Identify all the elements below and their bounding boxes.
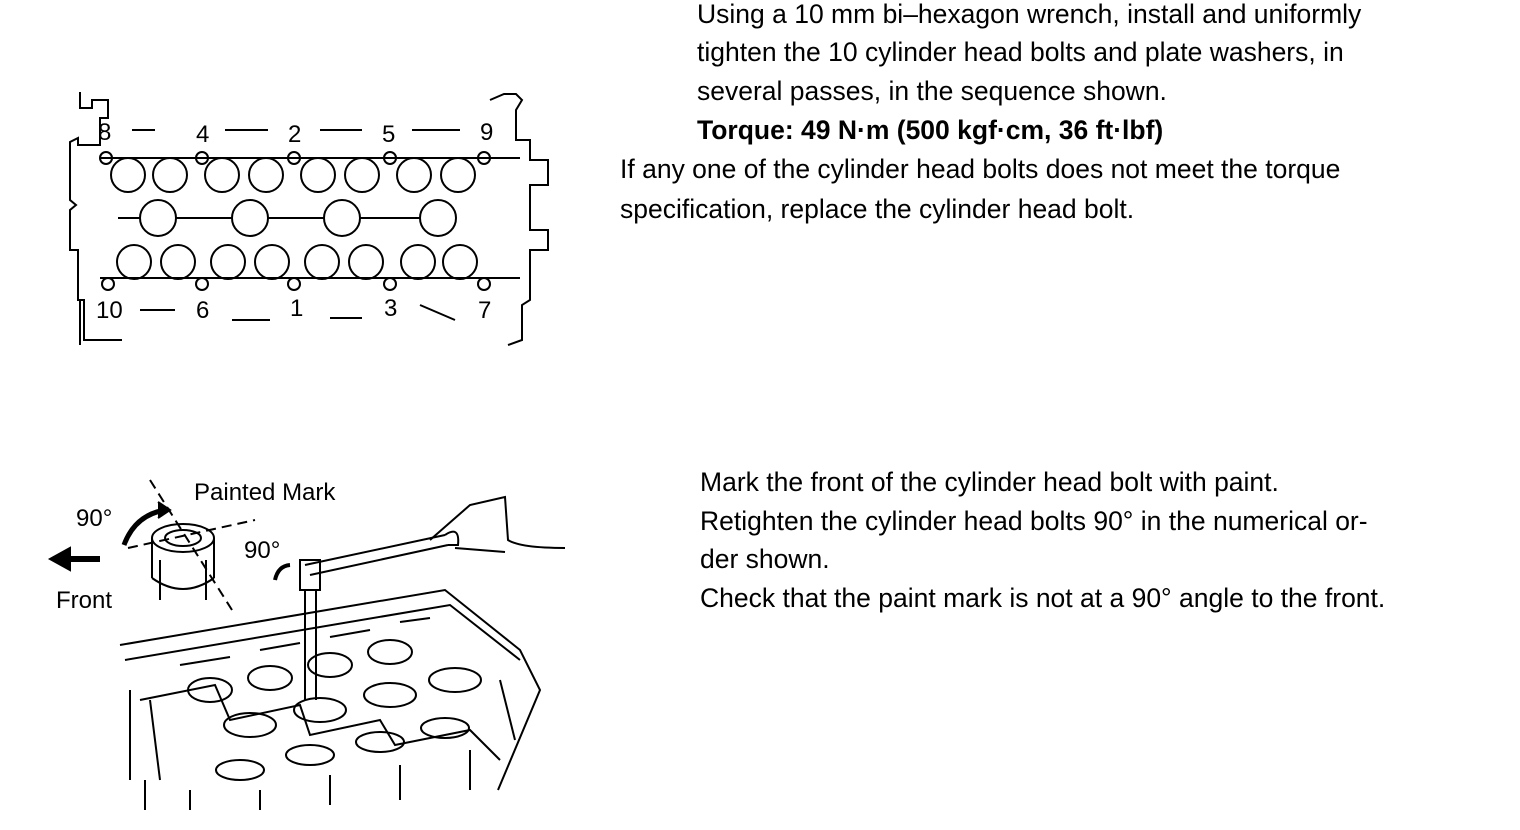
bolt-number-top-3: 2 xyxy=(288,121,301,148)
step2-text-line-1: Mark the front of the cylinder head bolt… xyxy=(700,467,1279,497)
bolt-number-bottom-1: 10 xyxy=(96,297,123,324)
note-line-1: If any one of the cylinder head bolts do… xyxy=(620,154,1341,184)
angle-label-bolt: 90° xyxy=(76,505,112,532)
bolt-markers xyxy=(99,151,491,291)
wrench-drawing xyxy=(273,495,566,700)
bolt-number-bottom-2: 6 xyxy=(196,297,209,324)
step2-text-line-3: der shown. xyxy=(700,544,830,574)
engine-head-drawing xyxy=(119,588,542,810)
step2-text-line-4: Check that the paint mark is not at a 90… xyxy=(700,583,1386,613)
bolt-number-bottom-5: 7 xyxy=(478,297,491,324)
retighten-diagram: Painted Mark 90° 90° Front xyxy=(47,479,566,810)
bolt-number-bottom-3: 1 xyxy=(290,295,303,322)
step-text-line-3: several passes, in the sequence shown. xyxy=(697,76,1167,106)
step-text-line-2: tighten the 10 cylinder head bolts and p… xyxy=(697,37,1344,67)
bolt-number-top-5: 9 xyxy=(480,119,493,146)
torque-spec: Torque: 49 N·m (500 kgf·cm, 36 ft·lbf) xyxy=(697,115,1164,145)
angle-label-wrench: 90° xyxy=(244,537,280,564)
step-text-line-1: Using a 10 mm bi–hexagon wrench, install… xyxy=(697,0,1362,29)
bolt-number-top-1: 8 xyxy=(98,119,111,146)
painted-mark-label: Painted Mark xyxy=(194,479,336,506)
bolt-number-top-2: 4 xyxy=(196,121,209,148)
bolt-head-drawing xyxy=(127,479,256,611)
valve-bores-bottom xyxy=(116,244,478,280)
plug-bores xyxy=(118,199,457,237)
note-line-2: specification, replace the cylinder head… xyxy=(620,194,1135,224)
bolt-number-top-4: 5 xyxy=(382,121,395,148)
step2-text-line-2: Retighten the cylinder head bolts 90° in… xyxy=(700,506,1368,536)
bolt-number-bottom-4: 3 xyxy=(384,295,397,322)
front-label: Front xyxy=(56,587,112,614)
valve-bores-top xyxy=(110,157,476,193)
bolt-sequence-diagram: 8 4 2 5 9 10 6 1 3 7 xyxy=(69,92,549,346)
